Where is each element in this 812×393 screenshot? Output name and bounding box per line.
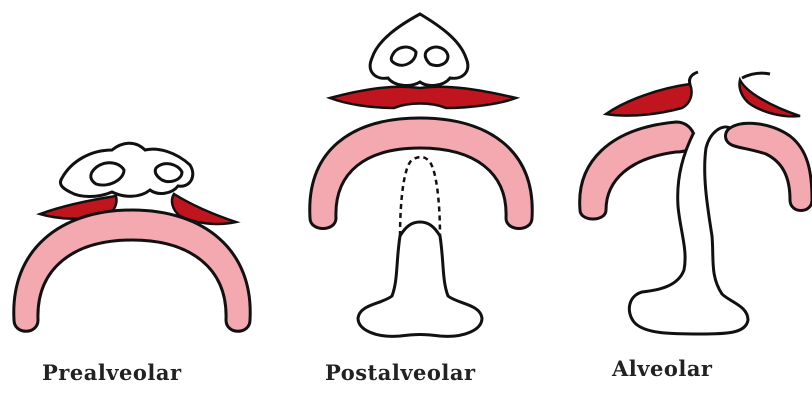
caption-alveolar: Alveolar <box>612 356 713 381</box>
nose-base-right <box>742 73 770 78</box>
caption-postalveolar: Postalveolar <box>325 360 476 385</box>
caption-prealveolar: Prealveolar <box>42 360 182 385</box>
nose-base-left <box>689 72 698 84</box>
panel-prealveolar <box>14 143 250 331</box>
panel-alveolar <box>580 72 812 334</box>
panel-postalveolar <box>310 14 532 336</box>
nose-outline <box>60 143 192 196</box>
upper-lip-left <box>606 84 692 116</box>
upper-lip <box>330 87 516 108</box>
alveolar-arch-right <box>726 123 812 210</box>
nose-outline <box>370 14 468 85</box>
alveolar-arch <box>14 210 250 331</box>
upper-lip-right <box>739 80 800 116</box>
alveolar-arch <box>310 118 532 229</box>
palate-cleft-outline <box>358 222 482 336</box>
